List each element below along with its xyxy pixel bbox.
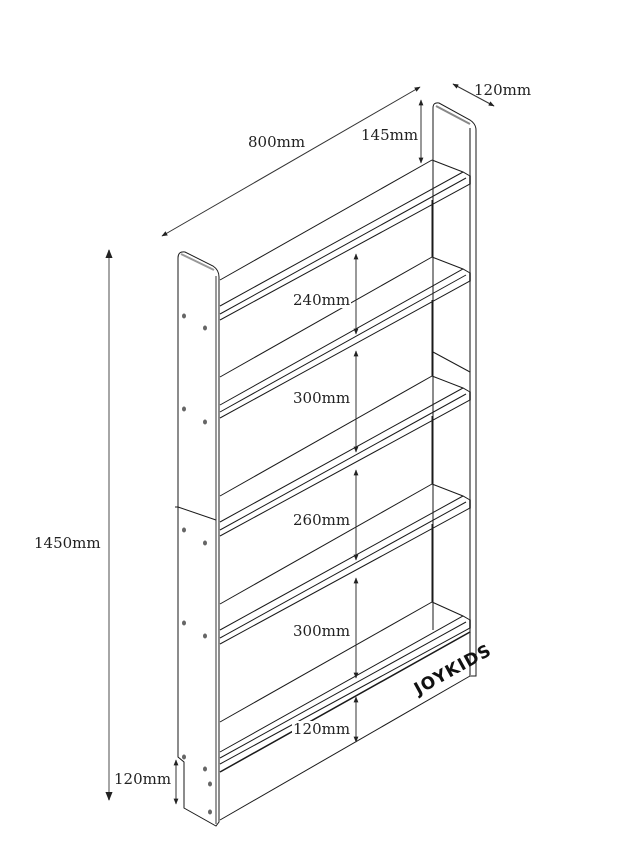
dim-depth-line <box>452 83 495 107</box>
dim-width-line <box>161 86 421 237</box>
shelf-2 <box>219 256 471 419</box>
screw-holes <box>182 313 212 815</box>
gap-1-label: 240mm <box>292 291 352 309</box>
shelf-3 <box>219 375 471 537</box>
shelf-4 <box>219 483 471 645</box>
foot-height-label: 120mm <box>114 770 172 788</box>
bottom-board <box>219 631 471 821</box>
shelf-5 <box>219 601 471 765</box>
top-clearance-label: 145mm <box>361 126 419 144</box>
gap-4-label: 300mm <box>292 622 352 640</box>
left-side-panel <box>175 251 220 827</box>
right-side-panel <box>432 102 477 677</box>
bottom-shelf-label: 120mm <box>292 720 352 738</box>
gap-3-label: 260mm <box>292 511 352 529</box>
gap-2-label: 300mm <box>292 389 352 407</box>
width-label: 800mm <box>248 133 306 151</box>
depth-label: 120mm <box>474 81 532 99</box>
height-label: 1450mm <box>33 534 102 552</box>
